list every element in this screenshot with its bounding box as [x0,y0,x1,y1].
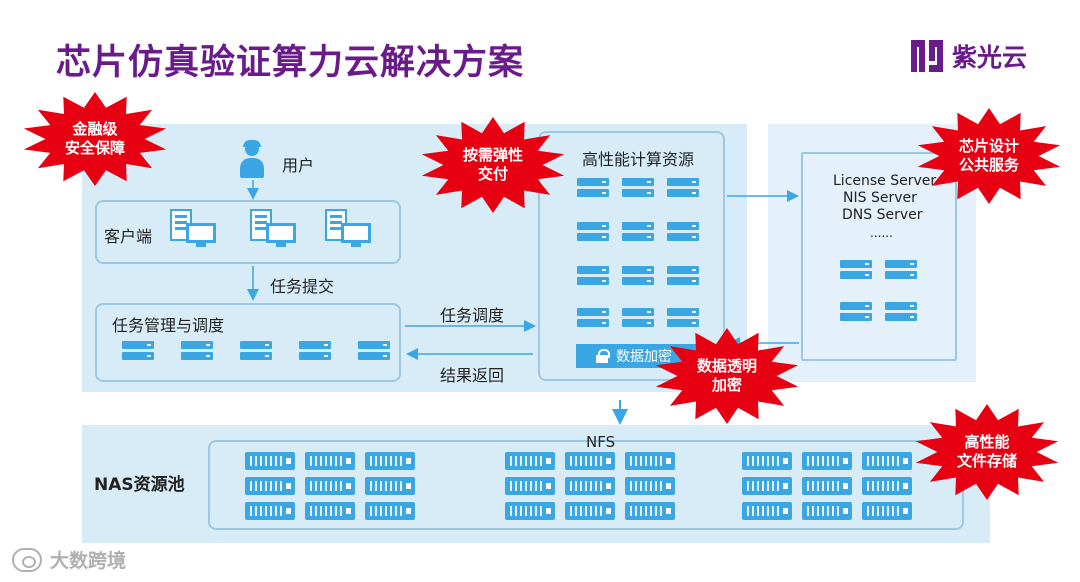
hpc-title: 高性能计算资源 [582,150,695,169]
client-computer-icon [250,209,298,249]
server-icon [358,341,390,361]
nas-storage-icon [245,502,295,520]
watermark: 大数跨境 [12,546,126,573]
server-icon [240,341,272,361]
server-icon [577,178,609,198]
nas-storage-icon [505,502,555,520]
client-box [95,200,401,264]
server-icon [622,266,654,286]
dns-server-label: DNS Server [842,207,923,223]
nas-storage-icon [802,502,852,520]
task-mgmt-label: 任务管理与调度 [112,316,225,335]
server-icon [885,260,917,280]
server-icon [667,266,699,286]
nas-storage-icon [305,477,355,495]
task-dispatch-label: 任务调度 [440,306,505,325]
client-computer-icon [325,209,373,249]
nas-storage-icon [505,477,555,495]
server-icon [840,260,872,280]
nas-storage-icon [365,452,415,470]
nas-storage-icon [245,452,295,470]
result-return-label: 结果返回 [440,366,505,385]
nas-storage-icon [565,477,615,495]
server-icon [181,341,213,361]
watermark-icon [12,547,42,572]
nas-storage-icon [305,452,355,470]
user-label: 用户 [282,156,315,175]
nas-storage-icon [802,477,852,495]
nis-server-label: NIS Server [843,190,917,206]
nas-storage-icon [742,477,792,495]
task-mgmt-box [95,303,401,382]
nas-storage-icon [862,452,912,470]
nas-storage-icon [565,502,615,520]
burst-chip-services: 芯片设计公共服务 [914,106,1064,206]
nas-storage-icon [305,502,355,520]
client-label: 客户端 [104,227,153,246]
client-computer-icon [170,209,218,249]
ellipsis-label: ...... [870,226,893,240]
nas-label: NAS资源池 [94,475,185,495]
page-title: 芯片仿真验证算力云解决方案 [56,43,525,83]
public-services-box [801,152,957,361]
server-icon [622,178,654,198]
lock-icon [596,349,610,363]
nas-storage-icon [245,477,295,495]
burst-hp-storage: 高性能文件存储 [912,402,1062,502]
hpc-box [538,131,725,381]
server-icon [122,341,154,361]
nas-storage-icon [802,452,852,470]
nas-storage-icon [365,502,415,520]
nas-storage-icon [625,477,675,495]
burst-elastic-delivery: 按需弹性交付 [418,115,568,215]
server-icon [622,308,654,328]
watermark-text: 大数跨境 [50,550,127,572]
server-icon [840,302,872,322]
logo: 紫光云 [908,36,1027,76]
nas-storage-icon [625,502,675,520]
nas-storage-icon [862,502,912,520]
server-icon [577,308,609,328]
nas-storage-icon [742,502,792,520]
burst-transparent-encryption: 数据透明加密 [652,326,802,426]
nas-storage-icon [365,477,415,495]
server-icon [667,308,699,328]
license-server-label: License Server [833,173,937,189]
nas-storage-icon [625,452,675,470]
logo-icon [908,37,946,75]
burst-finance-security: 金融级安全保障 [20,90,170,188]
server-icon [667,222,699,242]
server-icon [885,302,917,322]
task-submit-label: 任务提交 [270,277,335,296]
nas-storage-icon [742,452,792,470]
nfs-label: NFS [586,433,616,451]
nas-storage-icon [565,452,615,470]
server-icon [299,341,331,361]
server-icon [667,178,699,198]
logo-text: 紫光云 [952,43,1028,72]
nas-storage-icon [862,477,912,495]
server-icon [577,222,609,242]
nas-storage-icon [505,452,555,470]
server-icon [622,222,654,242]
user-icon [240,140,264,178]
encrypt-label: 数据加密 [616,349,672,365]
server-icon [577,266,609,286]
